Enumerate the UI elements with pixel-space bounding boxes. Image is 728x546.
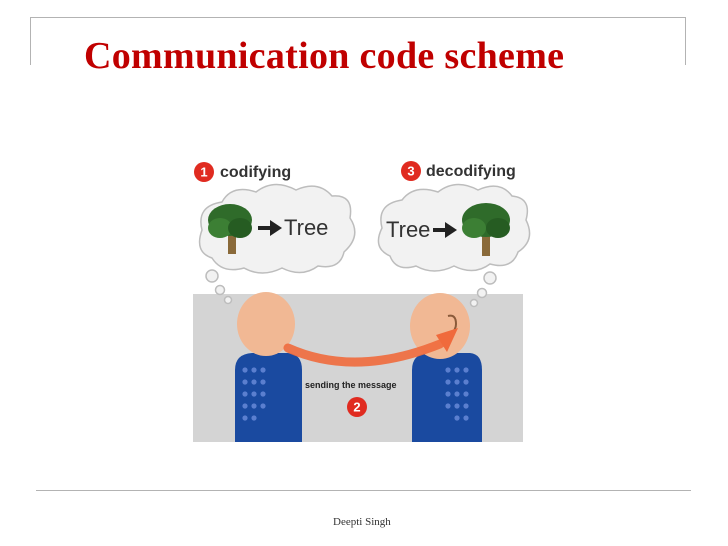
word-left: Tree <box>284 215 328 240</box>
step3-badge <box>401 161 421 181</box>
step1-label: codifying <box>220 164 291 181</box>
receiver-person <box>410 293 482 442</box>
receiver-body <box>412 353 482 442</box>
right-border-line <box>685 17 686 65</box>
step2-number: 2 <box>353 400 360 415</box>
arrow-right-icon-2 <box>433 222 457 238</box>
step1-number: 1 <box>200 165 207 180</box>
top-border-line <box>30 17 685 18</box>
sender-body <box>235 353 302 442</box>
arrow-right-icon <box>258 220 282 236</box>
receiver-body-dots <box>445 367 469 421</box>
bottom-border-line <box>36 490 691 491</box>
left-border-line <box>30 17 31 65</box>
sender-body-dots <box>242 367 266 421</box>
receiver-head <box>410 293 470 359</box>
slide-title: Communication code scheme <box>84 35 565 77</box>
step3-label: decodifying <box>426 163 516 180</box>
codifying-thought-cloud <box>198 183 356 305</box>
step3-number: 3 <box>407 164 414 179</box>
tree-icon <box>208 204 252 254</box>
step1-badge <box>194 162 214 182</box>
communication-diagram: sending the message 2 Tree 1 codifying T… <box>193 161 531 442</box>
tree-icon-2 <box>462 203 510 256</box>
footer-author: Deepti Singh <box>333 516 391 528</box>
sender-head <box>237 292 295 356</box>
step2-badge <box>347 397 367 417</box>
message-arrow <box>283 339 445 367</box>
step2-label: sending the message <box>305 380 397 390</box>
decodifying-thought-cloud <box>377 183 531 308</box>
word-right: Tree <box>386 217 430 242</box>
message-arrow-head <box>436 328 458 352</box>
sender-person <box>235 292 302 442</box>
